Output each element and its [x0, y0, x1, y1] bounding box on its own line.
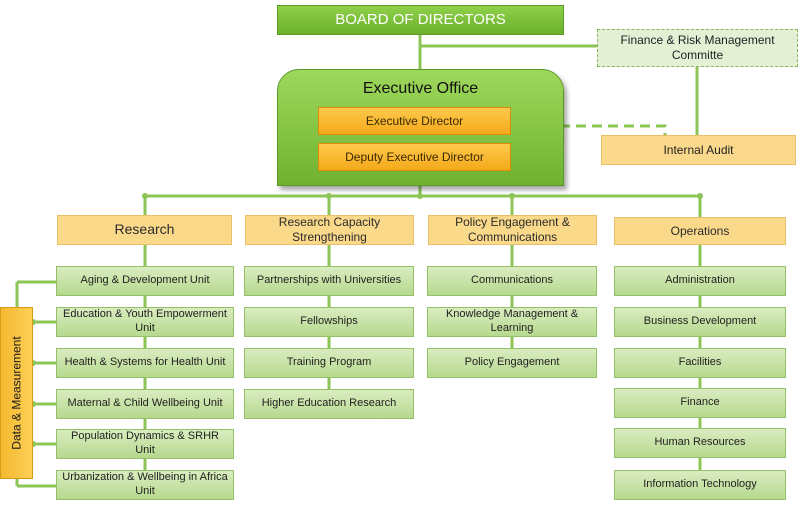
unit-box: Partnerships with Universities: [244, 266, 414, 296]
unit-box: Population Dynamics & SRHR Unit: [56, 429, 234, 459]
unit-box: Business Development: [614, 307, 786, 337]
unit-box: Training Program: [244, 348, 414, 378]
executive-office-title: Executive Office: [362, 80, 479, 97]
unit-box: Facilities: [614, 348, 786, 378]
unit-box: Education & Youth Empowerment Unit: [56, 307, 234, 337]
unit-box: Information Technology: [614, 470, 786, 500]
unit-box: Knowledge Management & Learning: [427, 307, 597, 337]
unit-box: Maternal & Child Wellbeing Unit: [56, 389, 234, 419]
executive-director-box: Executive Director: [318, 107, 511, 135]
unit-box: Fellowships: [244, 307, 414, 337]
board-of-directors-box: BOARD OF DIRECTORS: [277, 5, 564, 35]
data-measurement-box: Data & Measurement: [0, 307, 33, 479]
unit-box: Finance: [614, 388, 786, 418]
deputy-executive-director-box: Deputy Executive Director: [318, 143, 511, 171]
dept-operations: Operations: [614, 217, 786, 245]
internal-audit-box: Internal Audit: [601, 135, 796, 165]
unit-box: Health & Systems for Health Unit: [56, 348, 234, 378]
unit-box: Administration: [614, 266, 786, 296]
dept-research: Research: [57, 215, 232, 245]
unit-box: Policy Engagement: [427, 348, 597, 378]
unit-box: Higher Education Research: [244, 389, 414, 419]
unit-box: Aging & Development Unit: [56, 266, 234, 296]
unit-box: Urbanization & Wellbeing in Africa Unit: [56, 470, 234, 500]
unit-box: Communications: [427, 266, 597, 296]
unit-box: Human Resources: [614, 428, 786, 458]
dept-policy-engagement: Policy Engagement & Communications: [428, 215, 597, 245]
dept-research-capacity: Research Capacity Strengthening: [245, 215, 414, 245]
finance-risk-committee-box: Finance & Risk Management Committe: [597, 29, 798, 67]
data-measurement-label: Data & Measurement: [9, 336, 24, 450]
